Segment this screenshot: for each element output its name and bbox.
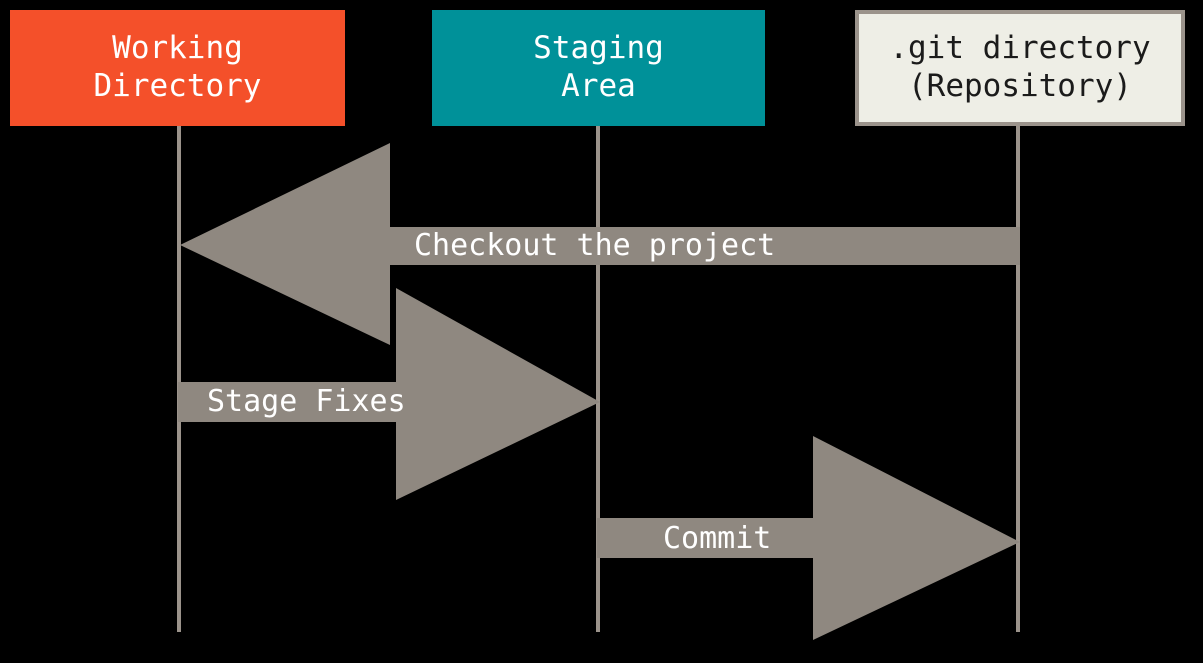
- node-git-directory[interactable]: .git directory (Repository): [855, 10, 1185, 126]
- node-staging-area[interactable]: Staging Area: [432, 10, 765, 126]
- arrow-commit: [597, 436, 1020, 640]
- arrow-checkout-the-project: [180, 143, 1020, 345]
- lifeline-staging-area: [596, 126, 600, 632]
- arrow-stage-fixes: [178, 288, 600, 500]
- arrow-label-commit: Commit: [663, 521, 772, 556]
- node-working-directory[interactable]: Working Directory: [10, 10, 345, 126]
- lifeline-working-directory: [177, 126, 181, 632]
- arrow-label-checkout: Checkout the project: [414, 228, 776, 263]
- arrow-label-stage-fixes: Stage Fixes: [207, 384, 406, 419]
- lifeline-git-directory: [1016, 126, 1020, 632]
